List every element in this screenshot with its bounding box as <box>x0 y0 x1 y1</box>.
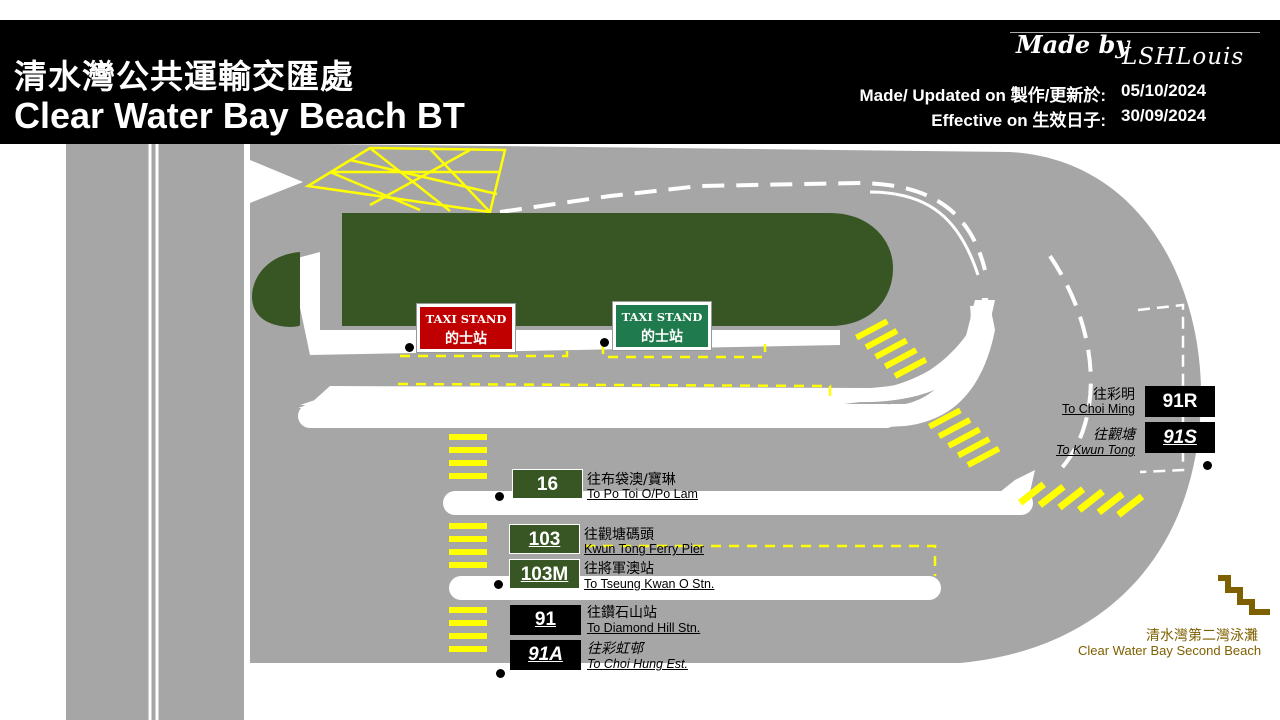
route-dest-en: To Choi Ming <box>1062 402 1135 416</box>
route-badge-103: 103 <box>509 524 580 554</box>
route-dest-zh: 往鑽石山站 <box>587 605 657 621</box>
entrance-arrow <box>250 160 303 203</box>
effective-label: Effective on 生效日子: <box>931 111 1106 130</box>
route-badge-91a: 91A <box>510 640 581 670</box>
stairs-icon <box>1218 575 1270 615</box>
signature-rule <box>1010 32 1260 33</box>
route-dest-zh: 往彩明 <box>1093 387 1135 403</box>
taxi-stand-sign-green: TAXI STAND 的士站 <box>613 302 711 350</box>
beach-label-zh: 清水灣第二灣泳灘 <box>1146 628 1258 644</box>
route-dest-zh: 往將軍澳站 <box>584 561 654 577</box>
route-badge-91r: 91R <box>1145 386 1215 417</box>
stop-marker-taxi-2 <box>600 338 609 347</box>
route-dest-en: To Tseung Kwan O Stn. <box>584 577 715 591</box>
taxi-stand-label-zh: 的士站 <box>445 331 487 347</box>
route-badge-103m: 103M <box>509 559 580 589</box>
green-island <box>252 213 893 327</box>
route-dest-zh: 往布袋澳/寶琳 <box>587 472 676 488</box>
route-dest-en: Kwun Tong Ferry Pier <box>584 542 704 556</box>
title-english: Clear Water Bay Beach BT <box>14 95 465 136</box>
main-road <box>66 140 244 720</box>
stop-marker-taxi-1 <box>405 343 414 352</box>
stop-marker-91 <box>496 669 505 678</box>
bay-91r <box>1137 303 1185 474</box>
stop-marker-16 <box>495 492 504 501</box>
title-chinese: 清水灣公共運輸交匯處 <box>14 57 354 96</box>
route-dest-en: To Kwun Tong <box>1056 443 1135 457</box>
author-name: LSHLouis <box>1122 44 1245 70</box>
beach-label-en: Clear Water Bay Second Beach <box>1078 643 1262 658</box>
route-dest-en: To Po Toi O/Po Lam <box>587 487 698 501</box>
platform-16 <box>443 491 1033 515</box>
made-by-label: Made by <box>1016 30 1130 59</box>
route-dest-en: To Diamond Hill Stn. <box>587 621 701 635</box>
route-badge-91: 91 <box>510 605 581 635</box>
header-bar <box>0 20 1280 144</box>
taxi-stand-label-zh: 的士站 <box>641 329 683 345</box>
updated-label: Made/ Updated on 製作/更新於: <box>859 86 1107 105</box>
route-badge-91s: 91S <box>1145 422 1215 453</box>
route-dest-zh: 往觀塘碼頭 <box>584 527 654 543</box>
stop-marker-103 <box>494 580 503 589</box>
effective-date: 30/09/2024 <box>1121 106 1207 125</box>
route-dest-zh: 往觀塘 <box>1093 427 1135 443</box>
stop-marker-91r <box>1203 461 1212 470</box>
zebra-crossings <box>449 318 1145 652</box>
taxi-stand-label-en: TAXI STAND <box>621 310 703 324</box>
route-badge-16: 16 <box>512 469 583 499</box>
taxi-stand-label-en: TAXI STAND <box>425 312 507 326</box>
updated-date: 05/10/2024 <box>1121 81 1207 100</box>
route-dest-zh: 往彩虹邨 <box>587 641 643 657</box>
route-dest-en: To Choi Hung Est. <box>587 657 688 671</box>
taxi-stand-sign-red: TAXI STAND 的士站 <box>417 304 515 352</box>
yellow-box-junction <box>304 146 507 214</box>
